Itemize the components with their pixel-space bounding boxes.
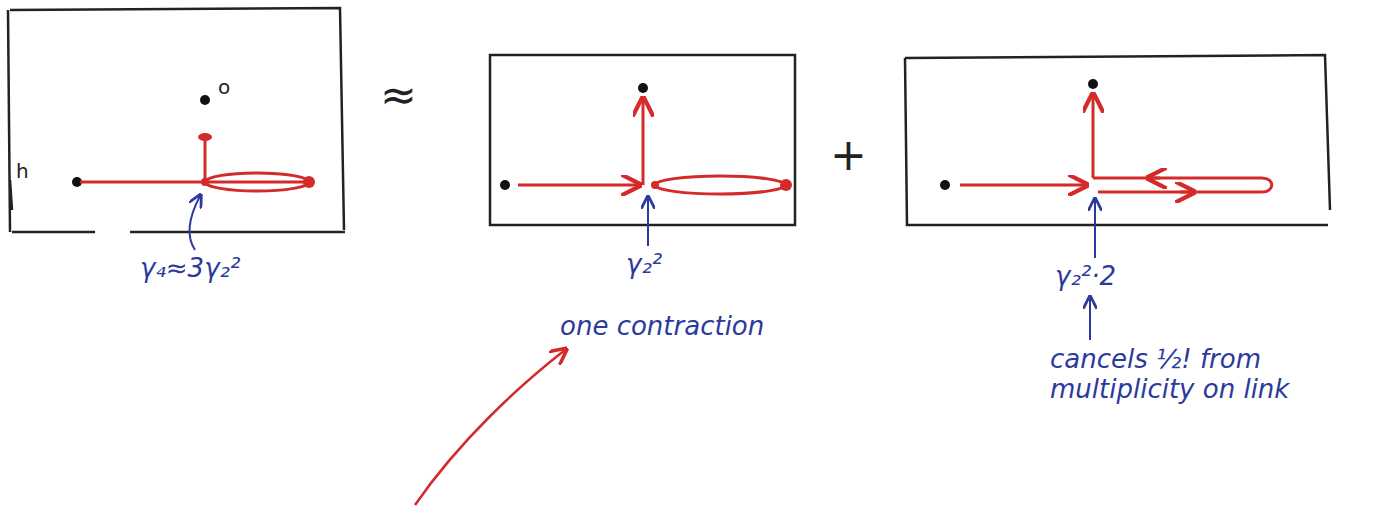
panel-frame xyxy=(905,55,1330,225)
feynman-vertex-diagram xyxy=(72,95,315,191)
approx-sign: ≈ xyxy=(380,70,417,121)
pointer-arrow xyxy=(415,350,565,505)
panel-frame xyxy=(490,55,795,225)
panel-frame xyxy=(8,8,345,232)
coupling-formula: γ₄≈3γ₂² xyxy=(140,254,240,284)
vertex-label: h xyxy=(16,160,29,183)
annotation-note: one contraction xyxy=(560,312,764,342)
leader-arrow xyxy=(647,198,649,246)
vertex-label: o xyxy=(218,76,230,99)
feynman-contraction-diagram xyxy=(500,83,792,194)
coupling-formula: γ₂²·2 xyxy=(1055,262,1116,292)
annotation-note: cancels ½! from multiplicity on link xyxy=(1050,345,1310,405)
leader-arrow xyxy=(1089,298,1091,340)
feynman-link-diagram xyxy=(940,79,1272,192)
plus-sign: + xyxy=(830,130,867,181)
leader-arrow xyxy=(1094,200,1096,258)
coupling-formula: γ₂² xyxy=(626,250,662,280)
leader-arrow xyxy=(190,196,200,250)
